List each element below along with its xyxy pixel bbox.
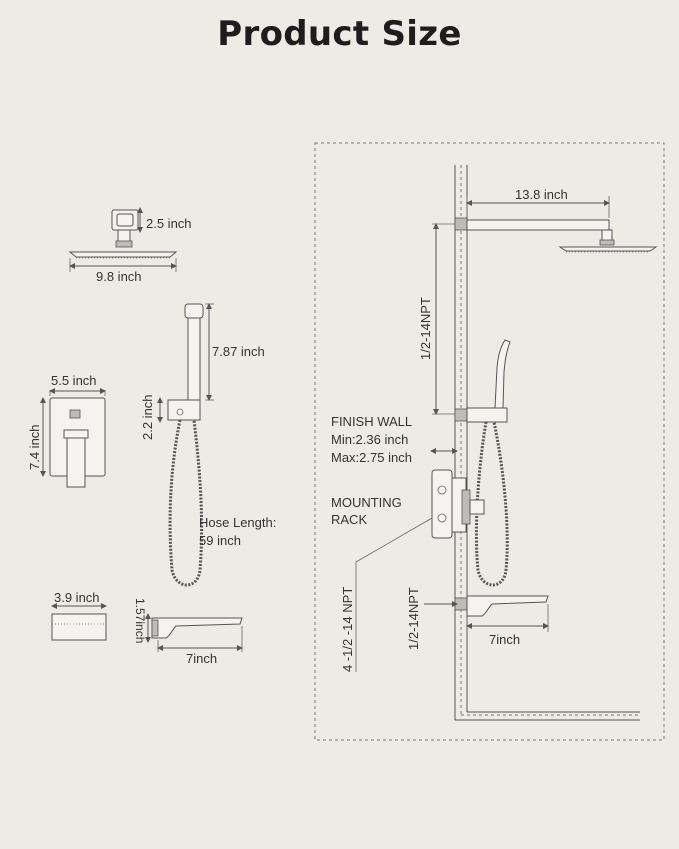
valve-mounting-rack-drawing: [431, 469, 485, 539]
holder-height-label: 2.2 inch: [140, 394, 155, 440]
finish-wall-label: FINISH WALL: [331, 414, 412, 429]
handheld-shower-drawing: [167, 303, 204, 587]
trim-height-label: 7.4 inch: [27, 424, 42, 470]
hose-length-value: 59 inch: [199, 533, 241, 548]
install-spout-length-label: 7inch: [489, 632, 520, 647]
finish-wall-min-label: Min:2.36 inch: [331, 432, 408, 447]
npt-spout-label: 1/2-14NPT: [406, 587, 421, 650]
installation-panel-border: [314, 142, 665, 741]
trim-width-label: 5.5 inch: [51, 373, 97, 388]
npt-valve-label: 4 -1/2 -14 NPT: [340, 587, 355, 672]
spout-side-drawing: [151, 617, 243, 639]
install-shower-arm-drawing: [454, 217, 658, 253]
spout-front-drawing: [51, 613, 107, 641]
npt-top-label: 1/2-14NPT: [418, 297, 433, 360]
hose-length-label: Hose Length:: [199, 515, 276, 530]
spout-length-label: 7inch: [186, 651, 217, 666]
spout-height-label: 1.57inch: [133, 598, 147, 643]
install-spout-drawing: [454, 595, 549, 617]
install-handheld-drawing: [454, 339, 511, 587]
shower-head-width-label: 9.8 inch: [96, 269, 142, 284]
page-title: Product Size: [217, 14, 462, 54]
mounting-rack-label-1: MOUNTING: [331, 495, 402, 510]
arm-length-label: 13.8 inch: [515, 187, 568, 202]
mounting-rack-label-2: RACK: [331, 512, 367, 527]
finish-wall-max-label: Max:2.75 inch: [331, 450, 412, 465]
trim-plate-drawing: [49, 397, 106, 488]
shower-head-height-label: 2.5 inch: [146, 216, 192, 231]
spout-width-label: 3.9 inch: [54, 590, 100, 605]
handheld-length-label: 7.87 inch: [212, 344, 265, 359]
